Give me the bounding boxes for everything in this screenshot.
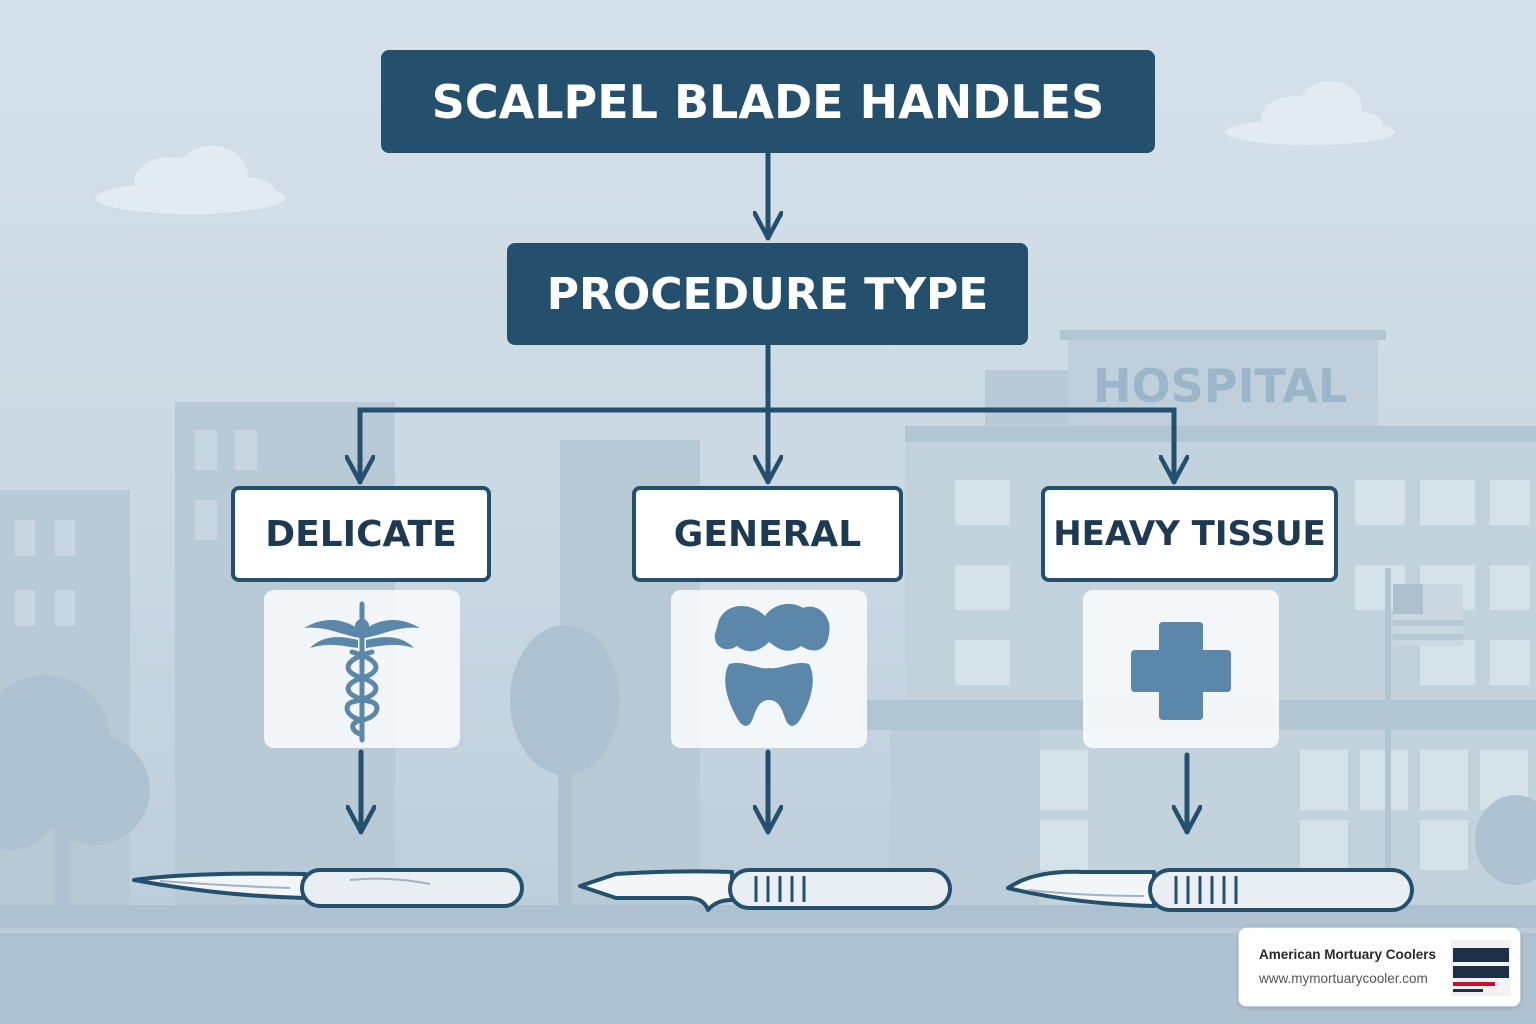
company-watermark: American Mortuary Coolers www.mymortuary…	[1238, 927, 1521, 1007]
category-node-delicate: DELICATE	[231, 486, 491, 582]
caduceus-icon	[304, 601, 420, 743]
hospital-sign: HOSPITAL	[1093, 359, 1347, 413]
icon-tile-heavy-tissue	[1083, 590, 1279, 748]
ground-line	[0, 928, 1536, 933]
watermark-company-name: American Mortuary Coolers	[1259, 947, 1437, 962]
category-node-general: GENERAL	[632, 486, 903, 582]
tooth-icon	[714, 603, 830, 726]
flag-icon	[1393, 584, 1463, 646]
icon-tile-general	[671, 590, 867, 748]
category-node-heavy-tissue: HEAVY TISSUE	[1041, 486, 1338, 582]
flag-pole	[1385, 568, 1391, 886]
trees	[0, 625, 1536, 910]
cloud-left	[95, 146, 285, 214]
medical-cross-icon	[1131, 622, 1231, 720]
company-logo-icon	[1451, 940, 1511, 996]
diagram-title-node: SCALPEL BLADE HANDLES	[381, 50, 1155, 153]
cloud-right	[1225, 81, 1395, 145]
scalpel-delicate-icon	[132, 868, 524, 908]
icon-tile-delicate	[264, 590, 460, 748]
scalpel-general-icon	[578, 868, 952, 912]
watermark-url: www.mymortuarycooler.com	[1259, 971, 1428, 986]
procedure-type-node: PROCEDURE TYPE	[507, 243, 1028, 345]
scalpel-heavy-tissue-icon	[1006, 868, 1414, 912]
